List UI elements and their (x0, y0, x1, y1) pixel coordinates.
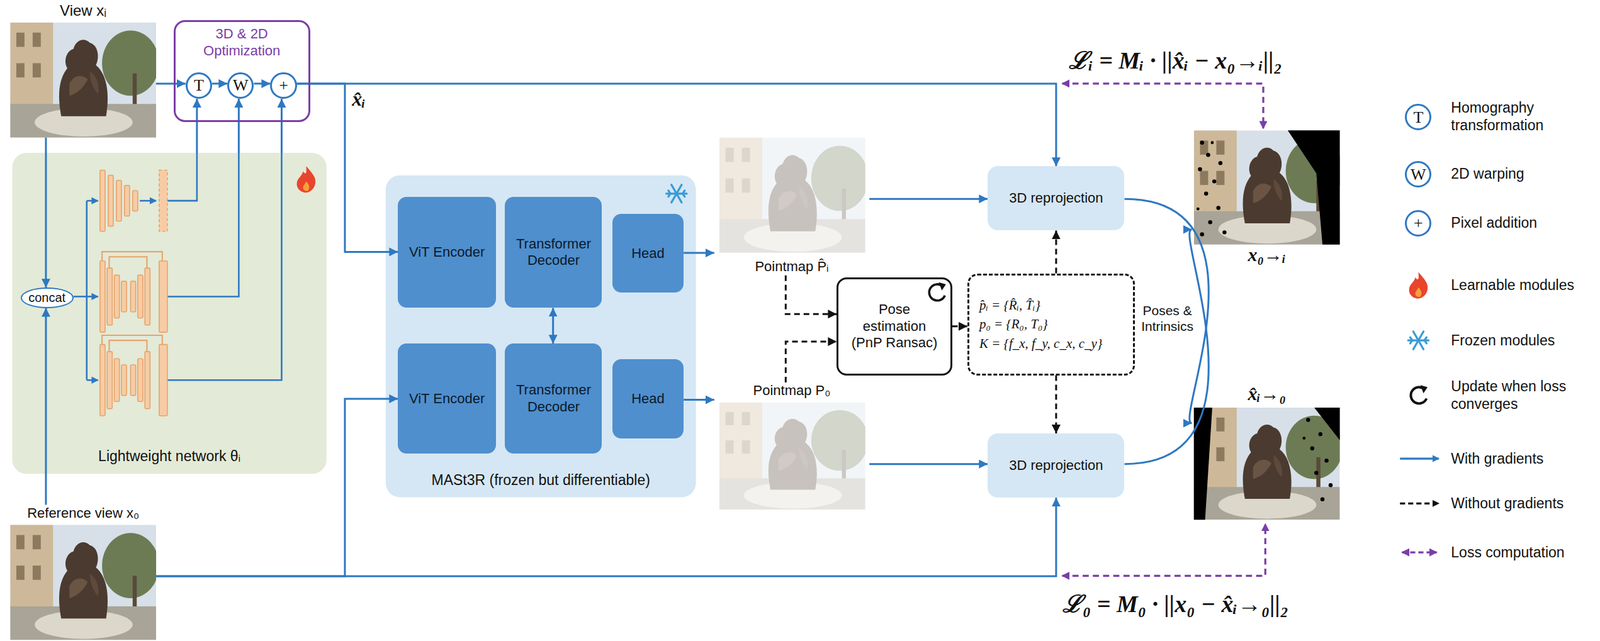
node-label: Head (631, 390, 665, 408)
node-label: K = {f_x, f_y, c_x, c_y} (979, 334, 1103, 354)
node-label: ViT Encoder (409, 244, 485, 261)
gradient-arrow (156, 82, 186, 85)
loss-formula: ℒᵢ = Mᵢ · ||x̂ᵢ − x₀→ᵢ||₂ (1068, 47, 1283, 77)
warp-op: W (227, 72, 254, 99)
node-label: Transformer Decoder (508, 236, 598, 270)
gradient-arrow (683, 252, 715, 255)
gradient-arrow (237, 98, 240, 153)
pose-estimation-box: Pose estimation (PnP Ransac) (836, 277, 952, 376)
loss-formula: ℒ₀ = M₀ · ||x₀ − x̂ᵢ→₀||₂ (1062, 591, 1289, 620)
camera-params-box: p̂ᵢ = {R̂ᵢ, T̂ᵢ}p₀ = {R₀, T₀}K = {f_x, f… (967, 273, 1135, 376)
node-label: Pose estimation (PnP Ransac) (847, 301, 941, 352)
network-panel: Lightweight network θᵢ concat (12, 152, 327, 475)
node-label: p̂ᵢ = {R̂ᵢ, T̂ᵢ} (979, 295, 1041, 315)
vit-encoder: ViT Encoder (397, 197, 496, 309)
gradient-arrow (552, 307, 554, 344)
legend-text: Update when loss converges (1450, 378, 1590, 413)
warped-image: x̂ᵢ→₀ (1192, 382, 1342, 523)
node-label: ViT Encoder (409, 390, 485, 408)
legend-text: 2D warping (1450, 165, 1590, 184)
reference-image: Reference view x₀ (10, 505, 157, 641)
gradient-arrow (683, 399, 715, 401)
transformer-decoder: Transformer Decoder (504, 343, 602, 454)
gradient-arrow (1124, 229, 1209, 465)
legend-symbol: T (1404, 103, 1432, 131)
gradient-arrow (869, 198, 988, 201)
reprojection-box: 3D reprojection (987, 433, 1125, 498)
pointmap-image: Pointmap P̂ᵢ (714, 137, 870, 276)
gradient-arrow (44, 137, 47, 288)
head-box: Head (612, 214, 685, 293)
node-label: + (278, 75, 289, 96)
node-label: Reference view x₀ (27, 505, 140, 522)
node-label: 3D & 2D Optimization (175, 25, 309, 60)
gradient-arrow (1124, 198, 1209, 424)
gradient-arrow (156, 399, 398, 577)
pointmap-image: Pointmap P₀ (714, 382, 870, 514)
warped-image: x₀→ᵢ (1192, 130, 1342, 267)
no-gradient-arrow (1054, 375, 1057, 434)
legend-text: With gradients (1450, 450, 1590, 469)
gradient-arrow (297, 83, 1057, 167)
node-label: View xᵢ (59, 1, 107, 21)
reprojection-box: 3D reprojection (987, 166, 1125, 231)
output-symbol: x̂ᵢ (351, 86, 366, 111)
node-label: MASt3R (frozen but differentiable) (431, 472, 651, 490)
legend-symbol: W (1404, 161, 1432, 188)
homography-op: T (185, 72, 213, 99)
node-label: 3D reprojection (1008, 457, 1103, 474)
note-text: Poses & Intrinsics (1139, 302, 1196, 335)
gradient-arrow (212, 82, 228, 85)
legend-text: Without gradients (1450, 495, 1590, 513)
legend-text: Learnable modules (1450, 276, 1590, 295)
legend-text: Pixel addition (1450, 214, 1590, 233)
gradient-arrow (44, 308, 47, 506)
node-label: p₀ = {R₀, T₀} (979, 314, 1048, 334)
node-label: Pointmap P₀ (753, 382, 831, 400)
node-label: T (193, 75, 204, 96)
node-label: Pointmap P̂ᵢ (754, 258, 829, 276)
legend-text: Homography transformation (1450, 100, 1590, 135)
optimization-box: 3D & 2D OptimizationT W + (173, 20, 311, 123)
node-label: 3D reprojection (1008, 190, 1103, 207)
legend-text: Frozen modules (1450, 332, 1590, 350)
node-label: concat (28, 290, 66, 306)
node-label: Head (631, 245, 665, 262)
mast3r-panel: MASt3R (frozen but differentiable) ViT En… (385, 175, 697, 498)
node-label: Lightweight network θᵢ (98, 448, 241, 466)
transformer-decoder: Transformer Decoder (504, 197, 602, 309)
concat-ellipse: concat (20, 287, 74, 308)
no-gradient-arrow (785, 341, 837, 383)
no-gradient-arrow (1054, 230, 1057, 274)
legend-symbol: + (1404, 210, 1432, 237)
gradient-arrow (195, 98, 198, 153)
gradient-arrow (297, 83, 399, 252)
node-label: Transformer Decoder (508, 382, 598, 416)
gradient-arrow (156, 497, 1057, 577)
gradient-arrow (253, 82, 271, 85)
no-gradient-arrow (785, 275, 837, 315)
view-image: View xᵢ (10, 1, 157, 138)
node-label: x̂ᵢ→₀ (1247, 382, 1286, 406)
gradient-arrow (869, 463, 988, 466)
head-box: Head (612, 359, 685, 440)
node-label: x₀→ᵢ (1247, 243, 1286, 267)
legend-text: Loss computation (1450, 544, 1590, 563)
no-gradient-arrow (952, 325, 968, 328)
add-op: + (270, 72, 297, 99)
vit-encoder: ViT Encoder (397, 343, 496, 454)
gradient-arrow (280, 98, 283, 153)
node-label: W (232, 75, 249, 96)
